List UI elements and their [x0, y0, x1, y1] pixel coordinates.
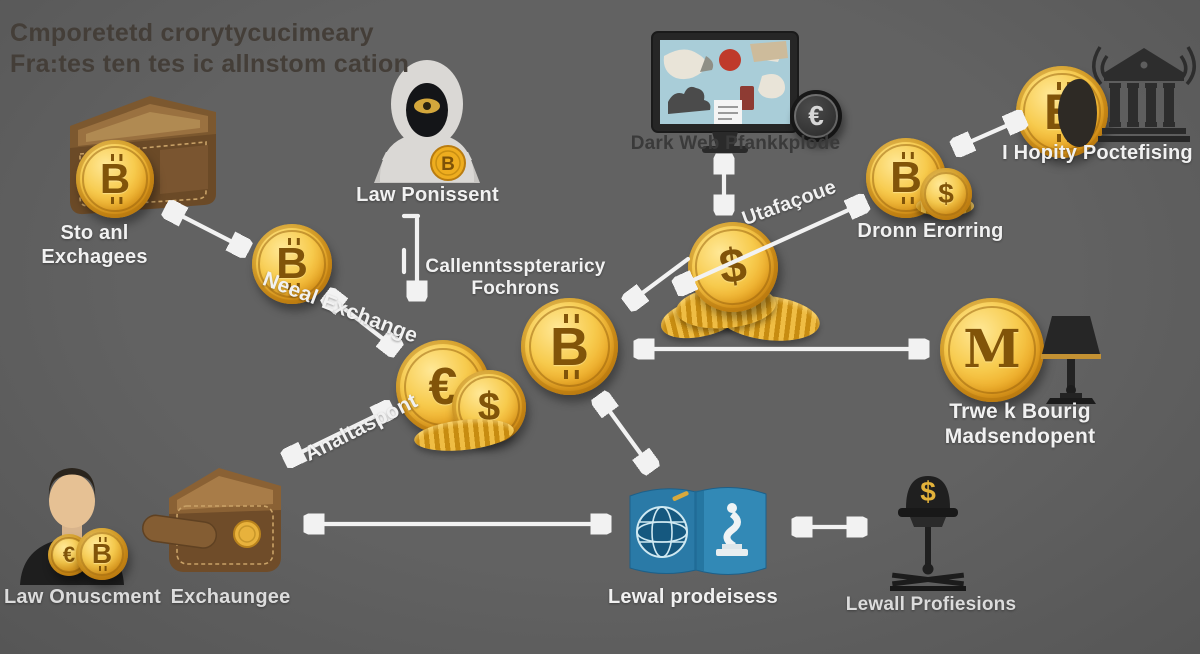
- btc-symbol: B: [276, 237, 308, 291]
- arrow-dronn-hopity: [956, 119, 1022, 148]
- arrow-bitcoin-emblem: [600, 398, 651, 468]
- page-title: Cmporetetd crorytycucimeary Fra:tes ten …: [10, 18, 409, 79]
- central-bitcoin-coin: B: [521, 298, 618, 395]
- bank-icon: [1092, 46, 1196, 142]
- bitcoin-coin-small: B: [76, 528, 128, 580]
- arrow-coin-to-eurocoins: [328, 296, 396, 349]
- svg-text:$: $: [920, 476, 936, 507]
- svg-text:B: B: [441, 154, 455, 175]
- wallet-icon: [142, 468, 281, 572]
- bitcoin-coin-silhouette: B: [1016, 66, 1108, 158]
- euro-symbol: €: [808, 100, 824, 131]
- dark-web-monitor-icon: [651, 31, 799, 153]
- label-law-onuscment: Law Onuscment: [3, 586, 162, 608]
- bitcoin-coin: B: [252, 224, 332, 304]
- title-line-2: Fra:tes ten tes ic allnstom cation: [10, 49, 410, 78]
- label-law-ponissent: Law Ponissent: [356, 184, 499, 206]
- small-dollar-coin: $: [920, 168, 972, 220]
- hat-stand-icon: $: [890, 476, 966, 591]
- bitcoin-coin: B: [76, 140, 154, 218]
- label-exchaungee: Exchaungee: [170, 586, 291, 608]
- btc-symbol: B: [890, 151, 922, 205]
- signal-waves-icon: [1092, 46, 1196, 86]
- dollar-symbol: $: [938, 178, 954, 209]
- gold-m-coin: M: [940, 298, 1044, 402]
- dollar-symbol: $: [477, 385, 501, 429]
- label-dronn-erorring: Dronn Erorring: [857, 220, 1004, 242]
- title-line-1: Cmporetetd crorytycucimeary: [10, 19, 374, 47]
- arrow-analtaspont: [287, 409, 390, 459]
- hacker-hooded-figure-icon: B: [374, 60, 480, 183]
- btc-symbol: B: [550, 314, 589, 379]
- euro-symbol: €: [62, 542, 76, 567]
- passport-emblem-icon: [629, 486, 767, 576]
- statue-icon: [723, 511, 741, 549]
- arrow-wallet-to-coin: [168, 209, 246, 249]
- btc-symbol: B: [99, 153, 131, 205]
- dark-euro-coin: €: [790, 90, 842, 142]
- table-lamp-icon: [1041, 316, 1101, 404]
- m-symbol: M: [963, 319, 1021, 380]
- label-lewal-prodeisess: Lewal prodeisess: [608, 586, 778, 608]
- label-hopity-poctefising: I Hopity Poctefising: [1002, 142, 1193, 164]
- arrow-utafaque: [678, 203, 864, 287]
- label-dark-web: Dark Web Pfankkplode: [630, 133, 841, 154]
- label-lewall-profiesions: Lewall Profiesions: [845, 594, 1017, 615]
- btc-symbol: B: [91, 537, 113, 571]
- arrow-stack-to-bitcoin: [629, 256, 691, 303]
- person-silhouette: [1058, 78, 1097, 147]
